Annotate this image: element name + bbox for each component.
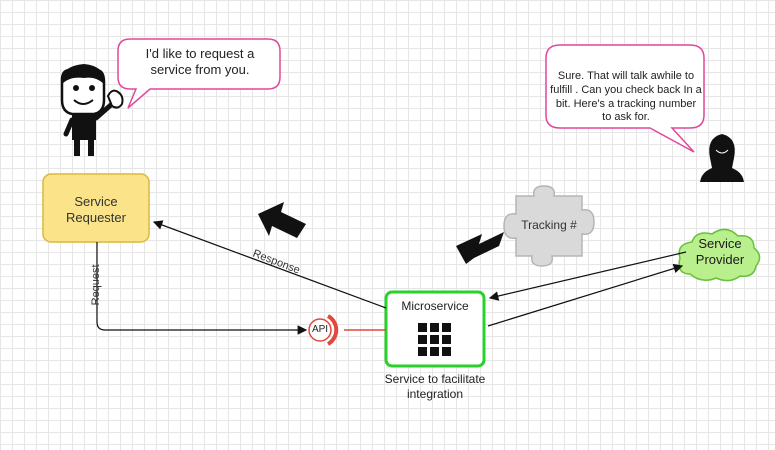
response-edge xyxy=(152,220,387,309)
microservice-grid-icon xyxy=(418,323,451,356)
requester-bubble-text: I'd like to request a service from you. xyxy=(145,46,255,78)
request-edge-label: Request xyxy=(90,264,103,306)
api-connector xyxy=(308,314,386,346)
tracking-puzzle-piece xyxy=(503,185,595,267)
service-provider-cloud xyxy=(678,228,761,282)
response-direction-arrow xyxy=(258,202,306,238)
microservice-to-provider-edge xyxy=(487,263,684,327)
provider-bubble-text: Sure. That will talk awhile to fulfill .… xyxy=(550,70,702,124)
tracking-direction-arrow xyxy=(456,232,504,264)
microservice-label: Microservice xyxy=(401,299,469,313)
request-edge xyxy=(96,242,308,335)
requester-person-icon xyxy=(60,64,124,156)
service-provider-label: Service Provider xyxy=(695,236,745,268)
api-label: API xyxy=(311,324,329,335)
service-requester-label: Service Requester xyxy=(66,194,126,226)
provider-person-icon xyxy=(700,134,744,182)
requester-speech-bubble xyxy=(117,38,281,109)
tracking-label: Tracking # xyxy=(521,218,577,232)
provider-speech-bubble xyxy=(545,44,705,153)
provider-to-microservice-edge xyxy=(488,251,687,301)
service-requester-box xyxy=(42,173,150,243)
microservice-caption: Service to facilitate integration xyxy=(384,372,486,401)
